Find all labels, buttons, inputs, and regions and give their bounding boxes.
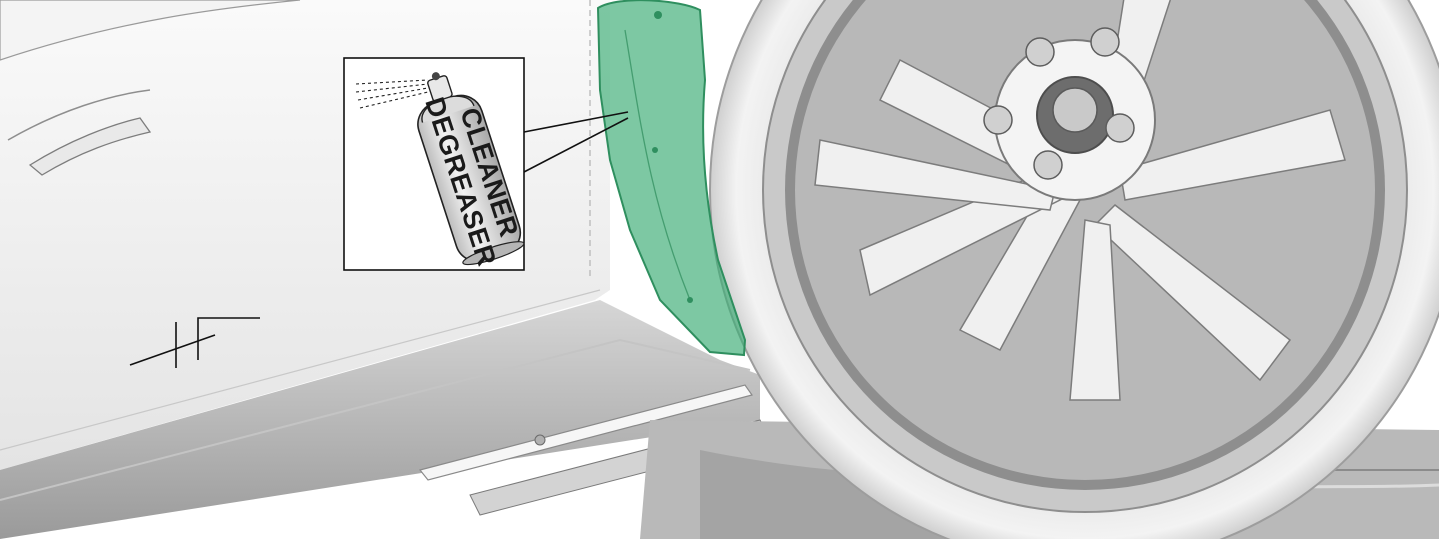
callout-box: CLEANER DEGREASER bbox=[344, 58, 531, 273]
